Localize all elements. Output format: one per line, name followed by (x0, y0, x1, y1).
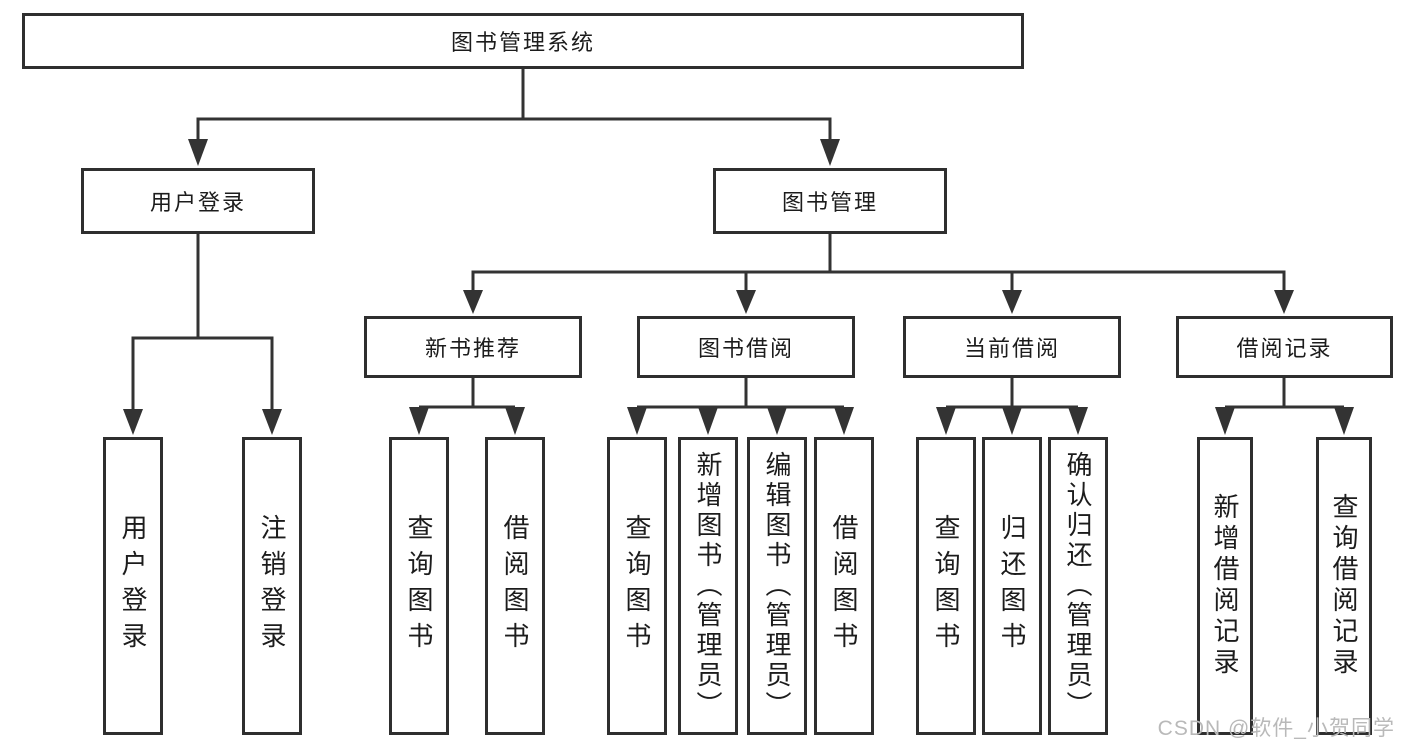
leaf-user-login-label: 用户登录 (118, 514, 148, 658)
leaf-logout-label: 注销登录 (257, 514, 287, 658)
leaf-query-books-3: 查询图书 (916, 437, 976, 735)
leaf-add-borrow-record: 新增借阅记录 (1197, 437, 1253, 735)
leaf-add-borrow-record-label: 新增借阅记录 (1210, 493, 1240, 679)
csdn-watermark: CSDN @软件_小贺同学 (1157, 717, 1395, 740)
leaf-query-books-2: 查询图书 (607, 437, 667, 735)
node-book-borrow: 图书借阅 (637, 316, 855, 378)
node-user-login: 用户登录 (81, 168, 315, 234)
leaf-return-books: 归还图书 (982, 437, 1042, 735)
node-book-borrow-label: 图书借阅 (697, 336, 794, 361)
node-root-label: 图书管理系统 (450, 30, 595, 55)
leaf-add-book-admin-label: 新增图书（管理员） (693, 451, 723, 721)
node-borrow-record-label: 借阅记录 (1236, 336, 1333, 361)
leaf-query-books-3-label: 查询图书 (931, 514, 961, 658)
node-new-book-recommend-label: 新书推荐 (424, 336, 521, 361)
arrowheads (123, 139, 1354, 435)
leaf-borrow-books-2: 借阅图书 (814, 437, 874, 735)
leaf-borrow-books-1-label: 借阅图书 (500, 514, 530, 658)
node-current-borrow: 当前借阅 (903, 316, 1121, 378)
leaf-query-books-2-label: 查询图书 (622, 514, 652, 658)
leaf-edit-book-admin: 编辑图书（管理员） (747, 437, 807, 735)
node-book-management: 图书管理 (713, 168, 947, 234)
leaf-return-books-label: 归还图书 (997, 514, 1027, 658)
leaf-add-book-admin: 新增图书（管理员） (678, 437, 738, 735)
leaf-edit-book-admin-label: 编辑图书（管理员） (762, 451, 792, 721)
leaf-confirm-return-admin: 确认归还（管理员） (1048, 437, 1108, 735)
node-new-book-recommend: 新书推荐 (364, 316, 582, 378)
leaf-borrow-books-2-label: 借阅图书 (829, 514, 859, 658)
leaf-user-login: 用户登录 (103, 437, 163, 735)
leaf-logout: 注销登录 (242, 437, 302, 735)
node-borrow-record: 借阅记录 (1176, 316, 1393, 378)
leaf-confirm-return-admin-label: 确认归还（管理员） (1063, 451, 1093, 721)
leaf-query-books-1-label: 查询图书 (404, 514, 434, 658)
node-book-management-label: 图书管理 (781, 190, 878, 215)
node-current-borrow-label: 当前借阅 (963, 336, 1060, 361)
node-root: 图书管理系统 (22, 13, 1024, 69)
leaf-query-borrow-record-label: 查询借阅记录 (1329, 493, 1359, 679)
leaf-query-books-1: 查询图书 (389, 437, 449, 735)
node-user-login-label: 用户登录 (149, 190, 246, 215)
leaf-borrow-books-1: 借阅图书 (485, 437, 545, 735)
leaf-query-borrow-record: 查询借阅记录 (1316, 437, 1372, 735)
